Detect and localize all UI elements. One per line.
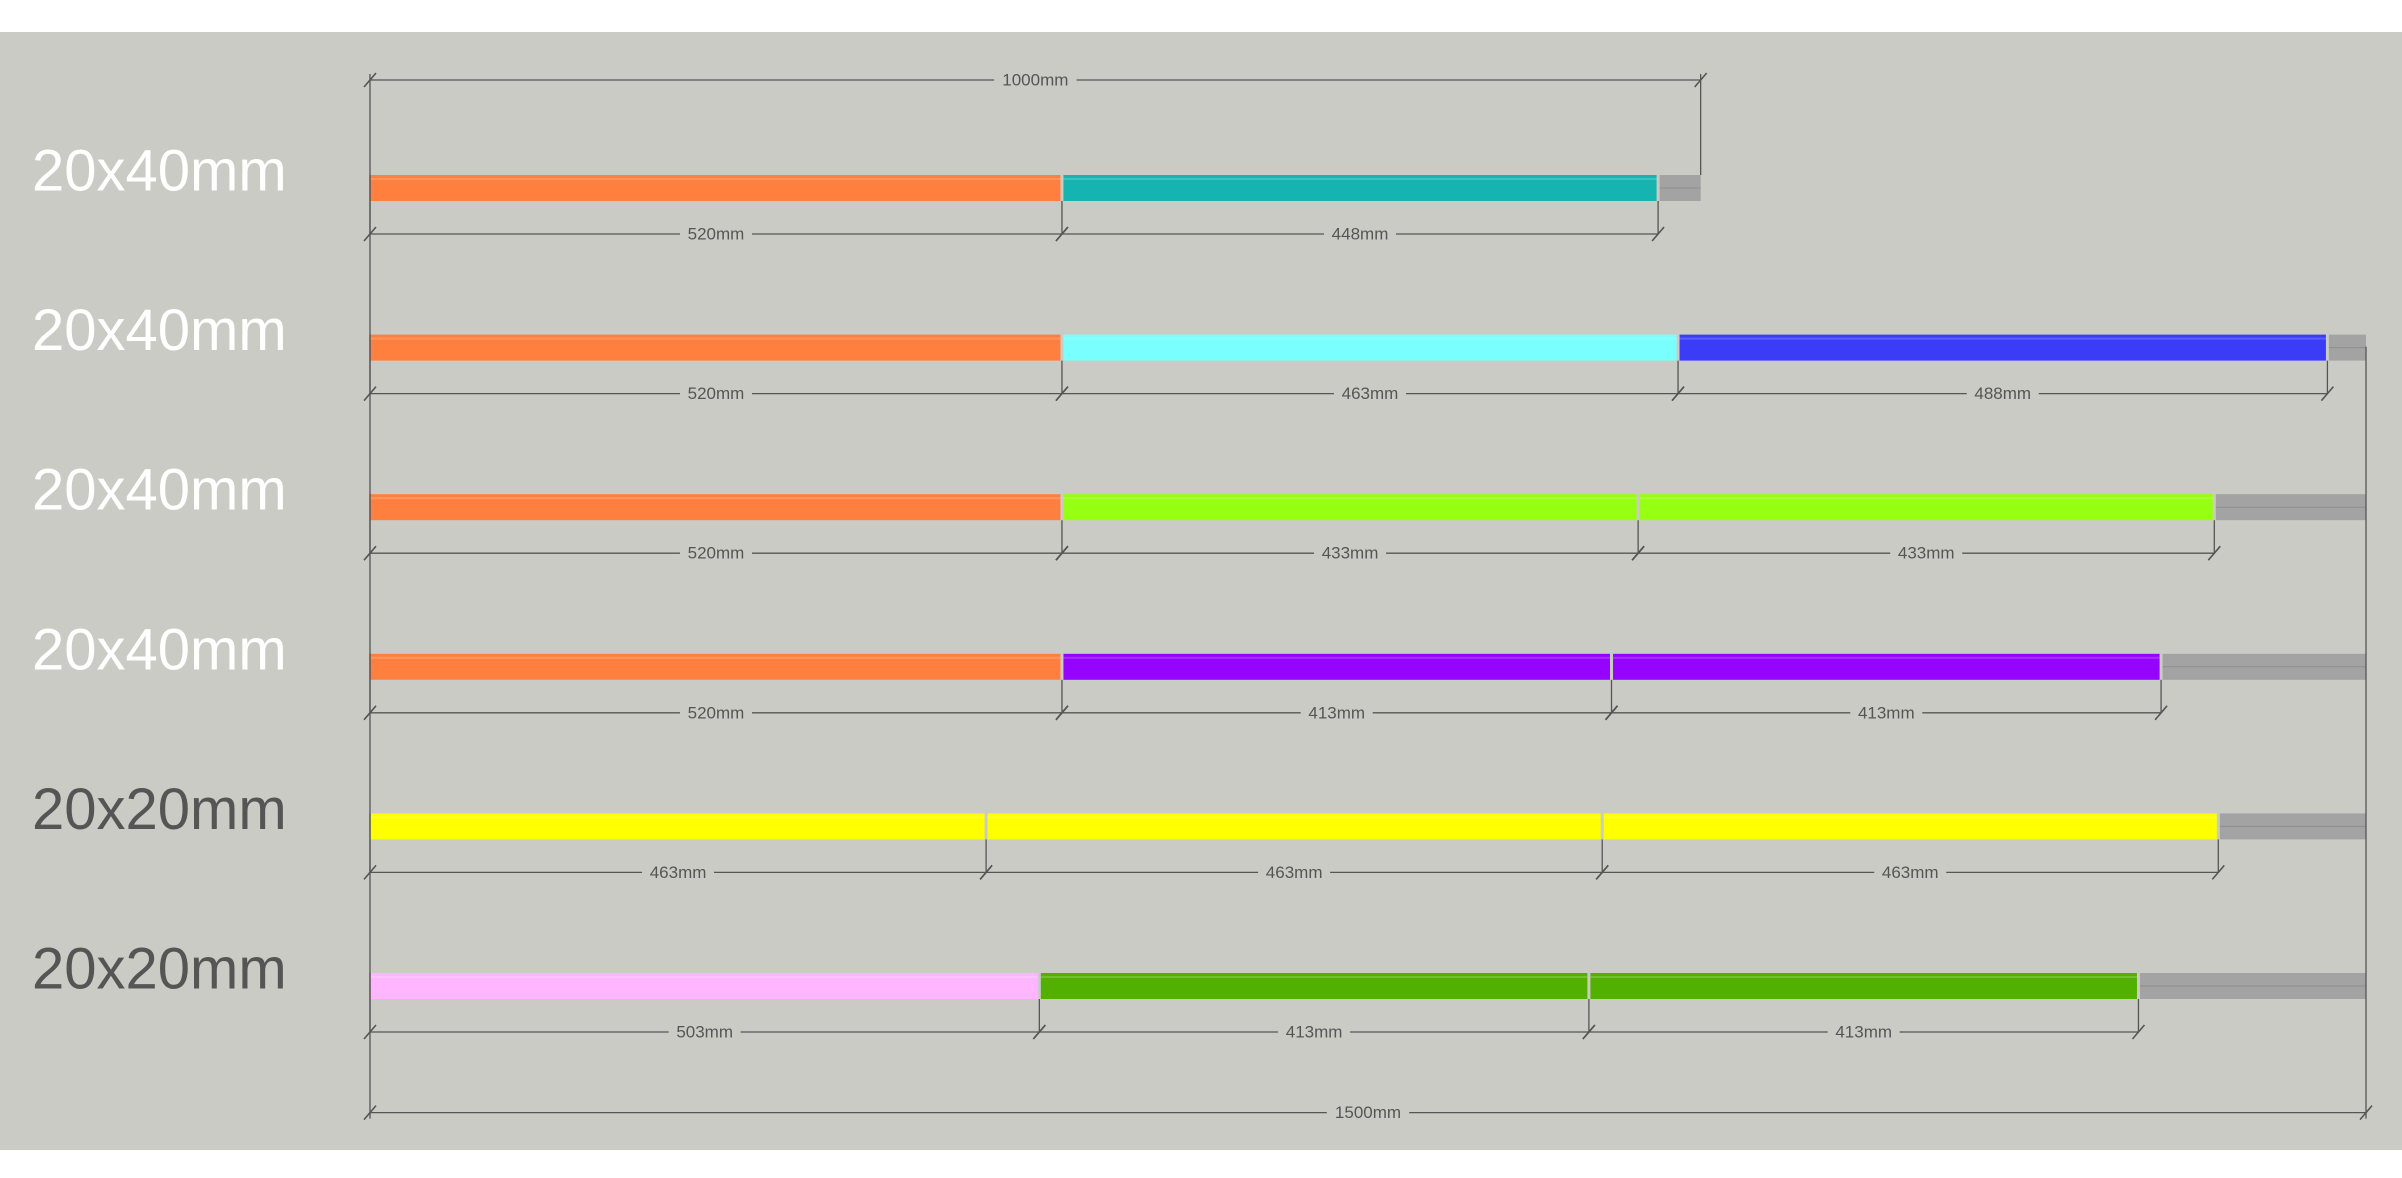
piece-dimension-label: 520mm — [688, 225, 745, 244]
cut-piece — [1040, 973, 1588, 999]
cut-piece-highlight — [370, 656, 1061, 659]
piece-dimension-label: 463mm — [1342, 384, 1399, 403]
cut-piece-highlight — [1679, 337, 2326, 340]
row-label: 20x40mm — [32, 458, 287, 523]
row-label: 20x40mm — [32, 139, 287, 204]
cut-piece — [370, 653, 1061, 680]
cut-piece-highlight — [1063, 656, 1611, 659]
piece-dimension-label: 413mm — [1308, 703, 1365, 722]
cut-piece-highlight — [370, 816, 985, 819]
cut-plan-svg: 1000mm 20x40mm 520mm 448mm 20x40mm 520mm 463mm… — [32, 71, 2373, 1122]
piece-dimension-tick-start — [1595, 864, 1609, 880]
cut-piece — [1603, 813, 2217, 840]
piece-dimension-label: 413mm — [1858, 703, 1915, 722]
piece-dimension-label: 448mm — [1332, 225, 1389, 244]
cut-piece-highlight — [1639, 497, 2213, 500]
cut-piece-highlight — [370, 976, 1038, 978]
piece-dimension-tick-start — [1032, 1024, 1046, 1040]
cut-piece — [987, 813, 1601, 840]
cut-piece-highlight — [1063, 497, 1637, 500]
cut-piece-highlight — [1040, 976, 1588, 978]
cut-piece — [1679, 334, 2326, 361]
overall-top-dimension-label: 1000mm — [1002, 71, 1068, 90]
piece-dimension-label: 520mm — [688, 544, 745, 563]
piece-dimension-label: 463mm — [650, 863, 707, 882]
piece-dimension-tick-start — [1055, 226, 1069, 242]
piece-dimension-label: 503mm — [676, 1023, 733, 1042]
cut-piece — [1063, 334, 1677, 361]
cut-piece-highlight — [370, 337, 1061, 340]
cut-piece — [370, 175, 1061, 201]
cut-piece — [1639, 494, 2213, 521]
cut-piece-highlight — [987, 816, 1601, 819]
cut-piece — [1063, 653, 1611, 680]
row-label: 20x20mm — [32, 777, 287, 842]
cut-piece — [370, 494, 1061, 521]
piece-dimension-label: 413mm — [1286, 1023, 1343, 1042]
cut-piece-highlight — [1603, 816, 2217, 819]
piece-dimension-label: 520mm — [688, 703, 745, 722]
row-label: 20x40mm — [32, 617, 287, 682]
cut-piece-highlight — [1590, 976, 2137, 978]
piece-dimension-label: 433mm — [1322, 544, 1379, 563]
overall-bottom-dimension-tick-start — [363, 1105, 377, 1121]
row-label: 20x20mm — [32, 937, 287, 1002]
cut-piece-highlight — [1063, 337, 1677, 340]
piece-dimension-tick-start — [1055, 386, 1069, 402]
cut-piece — [1063, 175, 1657, 201]
cut-plan-diagram: 1000mm 20x40mm 520mm 448mm 20x40mm 520mm 463mm… — [0, 32, 2402, 1150]
piece-dimension-tick-start — [1055, 705, 1069, 721]
cut-piece — [370, 813, 985, 840]
piece-dimension-tick-start — [1604, 705, 1619, 721]
piece-dimension-label: 463mm — [1882, 863, 1939, 882]
cut-piece-highlight — [1063, 178, 1657, 180]
cut-piece — [1590, 973, 2137, 999]
piece-dimension-label: 433mm — [1898, 544, 1955, 563]
piece-dimension-tick-start — [979, 864, 993, 880]
row-label: 20x40mm — [32, 298, 287, 363]
piece-dimension-tick-start — [1582, 1024, 1596, 1040]
piece-dimension-label: 488mm — [1974, 384, 2031, 403]
cut-piece-highlight — [1613, 656, 2160, 659]
cut-piece-highlight — [370, 178, 1061, 180]
piece-dimension-tick-start — [1671, 386, 1685, 402]
piece-dimension-label: 413mm — [1835, 1023, 1892, 1042]
cut-piece — [1613, 653, 2160, 680]
piece-dimension-label: 463mm — [1266, 863, 1323, 882]
piece-dimension-tick-start — [1055, 545, 1069, 561]
cut-piece — [1063, 494, 1637, 521]
cut-piece-highlight — [370, 497, 1061, 500]
piece-dimension-tick-start — [1631, 545, 1645, 561]
piece-dimension-label: 520mm — [688, 384, 745, 403]
cut-piece — [370, 973, 1038, 999]
overall-bottom-dimension-tick-end — [2359, 1105, 2373, 1121]
overall-bottom-dimension-label: 1500mm — [1335, 1103, 1401, 1122]
overall-top-dimension-tick-start — [363, 72, 377, 88]
cut-piece — [370, 334, 1061, 361]
overall-top-dimension-tick-end — [1694, 72, 1708, 88]
